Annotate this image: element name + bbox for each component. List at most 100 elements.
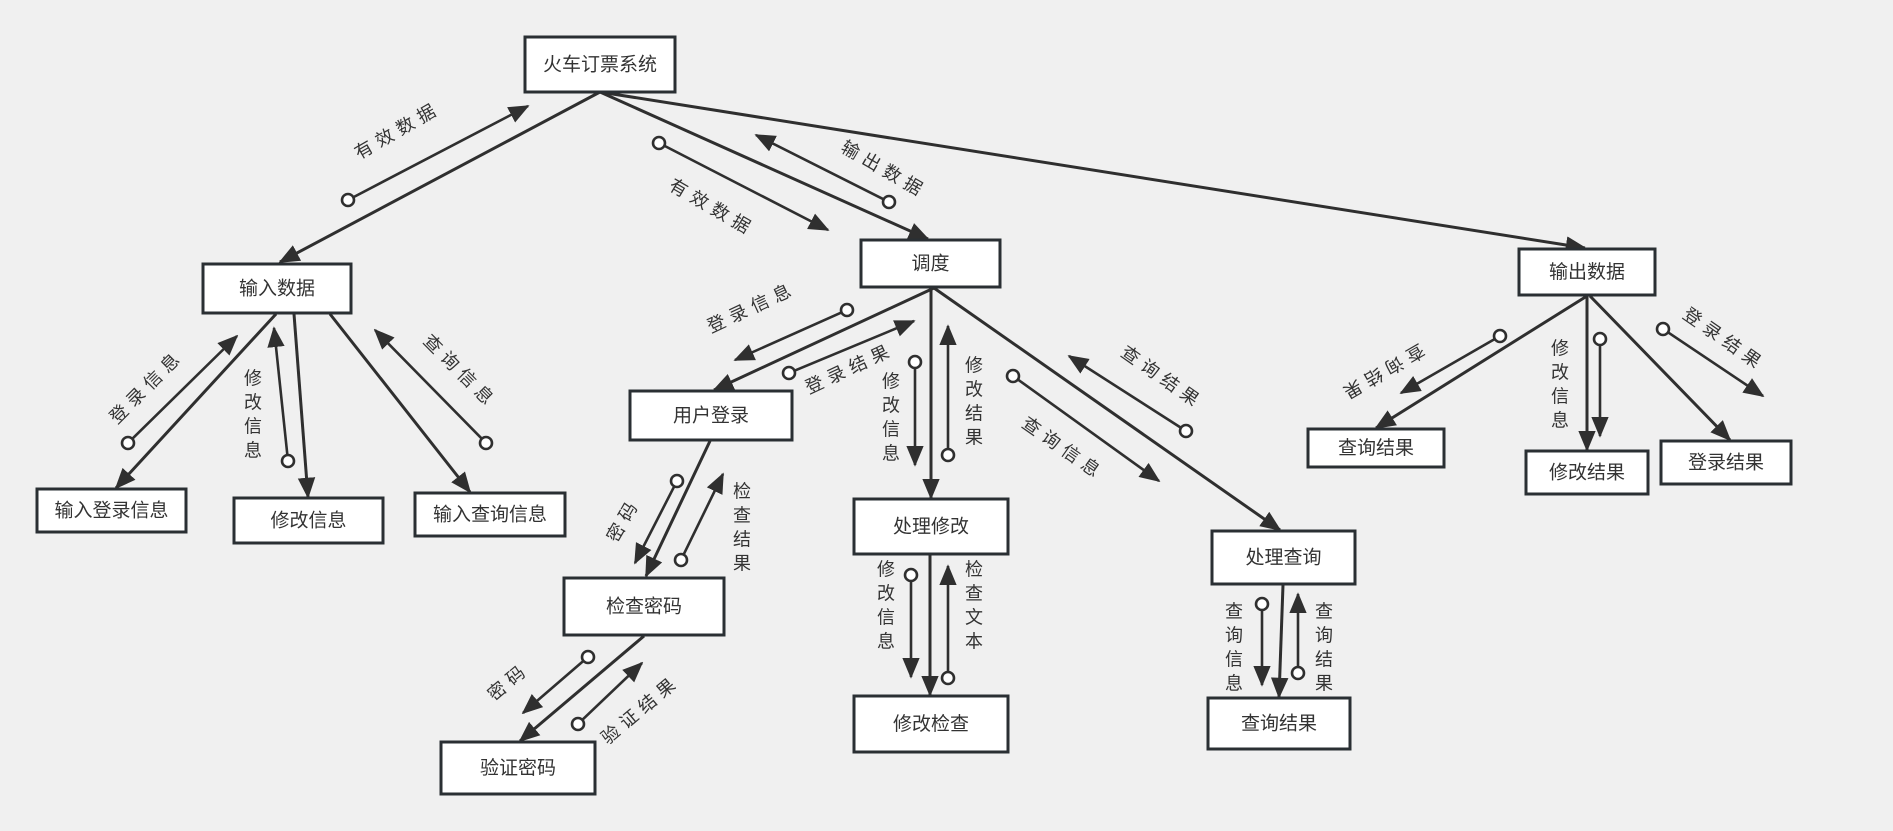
- node-out-query[interactable]: 查询结果: [1306, 427, 1446, 469]
- data-flow-f20: 查询结果: [1289, 592, 1333, 695]
- node-box[interactable]: [1206, 696, 1352, 751]
- data-flow-f2: 有效数据: [651, 135, 830, 241]
- data-flow-f9: 修改信息: [882, 354, 924, 467]
- flow-label-char: 询: [1315, 626, 1333, 647]
- node-box[interactable]: [523, 35, 677, 94]
- flow-label-char: 修: [965, 356, 983, 377]
- node-box[interactable]: [859, 238, 1002, 289]
- flow-label-char: 信: [877, 608, 895, 629]
- node-label: 火车订票系统: [543, 54, 657, 76]
- flow-origin-circle-icon: [673, 552, 689, 568]
- node-label: 修改结果: [1549, 462, 1625, 484]
- node-box[interactable]: [201, 262, 353, 315]
- node-input-login[interactable]: 输入登录信息: [35, 487, 188, 534]
- flow-label-char: 果: [733, 554, 751, 575]
- flow-label-char: 息: [877, 632, 895, 653]
- node-modify-check[interactable]: 修改检查: [852, 694, 1010, 754]
- data-flow-f12: 查询结果: [1067, 342, 1207, 439]
- edge-input-to-input_login: [114, 312, 278, 490]
- flow-label-char: 息: [1551, 411, 1569, 432]
- node-out-login[interactable]: 登录结果: [1659, 439, 1793, 486]
- node-root[interactable]: 火车订票系统: [523, 35, 677, 94]
- flow-label: 验证结果: [597, 671, 684, 749]
- flow-label-char: 改: [244, 393, 262, 414]
- node-label: 查询结果: [1338, 437, 1414, 459]
- flow-label-char: 改: [965, 380, 983, 401]
- node-box[interactable]: [1659, 439, 1793, 486]
- flow-arrow: [1399, 337, 1496, 395]
- node-box[interactable]: [1306, 427, 1446, 469]
- flow-arrow: [633, 485, 676, 565]
- node-label: 登录结果: [1688, 452, 1764, 474]
- flow-label-char: 查: [1315, 602, 1333, 623]
- node-label: 输出数据: [1549, 261, 1625, 283]
- flow-label: 登录信息: [106, 346, 189, 429]
- edge-check_pwd-to-verify_pwd: [518, 634, 645, 743]
- node-box[interactable]: [413, 491, 567, 538]
- node-input-query[interactable]: 输入查询信息: [413, 491, 567, 538]
- flow-origin-circle-icon: [1592, 331, 1608, 347]
- node-user-login[interactable]: 用户登录: [628, 389, 794, 442]
- flow-arrow: [581, 661, 644, 721]
- node-box[interactable]: [1524, 449, 1650, 496]
- data-flow-f6: 查询信息: [373, 328, 501, 451]
- node-label: 修改检查: [893, 713, 969, 735]
- flow-origin-circle-icon: [940, 447, 956, 463]
- flow-label: 查询信息: [1225, 602, 1243, 695]
- node-box[interactable]: [1517, 247, 1657, 297]
- flow-origin-circle-icon: [903, 567, 919, 583]
- edge-proc_query-to-query_result_b: [1270, 584, 1289, 699]
- data-flow-f22: 修改信息: [1551, 331, 1609, 438]
- flow-label-char: 信: [882, 420, 900, 441]
- flow-label-char: 息: [882, 444, 900, 465]
- node-dispatch[interactable]: 调度: [859, 238, 1002, 289]
- node-box[interactable]: [1210, 529, 1357, 586]
- node-proc-modify[interactable]: 处理修改: [852, 497, 1010, 556]
- flow-arrow: [131, 334, 239, 440]
- node-box[interactable]: [439, 740, 597, 796]
- node-input[interactable]: 输入数据: [201, 262, 353, 315]
- flow-label: 有效数据: [665, 175, 759, 241]
- node-output[interactable]: 输出数据: [1517, 247, 1657, 297]
- node-label: 输入数据: [239, 278, 315, 300]
- node-check-pwd[interactable]: 检查密码: [562, 576, 726, 637]
- flow-label-char: 信: [1551, 387, 1569, 408]
- edge-user_login-to-check_pwd: [644, 440, 712, 578]
- node-input-modify[interactable]: 修改信息: [232, 496, 385, 545]
- flow-origin-circle-icon: [669, 473, 685, 489]
- flow-arrow: [682, 472, 725, 556]
- node-box[interactable]: [852, 497, 1010, 556]
- flow-origin-circle-icon: [651, 135, 667, 151]
- edge-output-to-out_query: [1374, 294, 1588, 430]
- data-flow-f5: 修改信息: [244, 326, 296, 469]
- flow-label-char: 结: [733, 530, 751, 551]
- flow-origin-circle-icon: [1005, 368, 1021, 384]
- node-box[interactable]: [562, 576, 726, 637]
- nodes-layer: 火车订票系统输入数据调度输出数据输入登录信息修改信息输入查询信息用户登录检查密码…: [35, 35, 1793, 796]
- flow-arrow: [352, 104, 530, 199]
- node-label: 输入查询信息: [433, 504, 547, 526]
- flow-origin-circle-icon: [907, 354, 923, 370]
- node-verify-pwd[interactable]: 验证密码: [439, 740, 597, 796]
- node-proc-query[interactable]: 处理查询: [1210, 529, 1357, 586]
- flow-label: 查询结果: [1315, 602, 1333, 695]
- edge-input-to-input_query: [328, 313, 472, 494]
- node-box[interactable]: [35, 487, 188, 534]
- node-out-modify[interactable]: 修改结果: [1524, 449, 1650, 496]
- node-label: 查询结果: [1241, 713, 1317, 735]
- flow-label: 修改结果: [965, 356, 983, 449]
- node-box[interactable]: [628, 389, 794, 442]
- flow-origin-circle-icon: [340, 192, 356, 208]
- flow-origin-circle-icon: [881, 194, 897, 210]
- node-box[interactable]: [232, 496, 385, 545]
- node-box[interactable]: [852, 694, 1010, 754]
- flow-label-char: 改: [1551, 363, 1569, 384]
- edge-root-to-input: [278, 90, 601, 264]
- node-query-result-b[interactable]: 查询结果: [1206, 696, 1352, 751]
- flow-label: 查询信息: [1018, 413, 1109, 485]
- node-label: 验证密码: [480, 757, 556, 779]
- flow-origin-circle-icon: [1290, 665, 1306, 681]
